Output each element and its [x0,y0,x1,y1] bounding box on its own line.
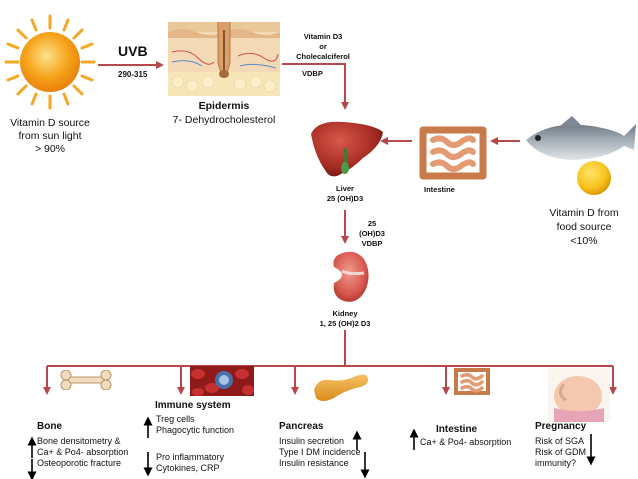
intestine-small-icon [454,368,490,395]
pregnancy-item-2: Risk of GDM [535,447,587,457]
uvb-label: UVB [118,43,148,59]
pregnancy-item-1: Risk of SGA [535,436,585,446]
immune-up-item-1: Treg cells [156,414,195,424]
pregnancy-title: Pregnancy [535,421,587,432]
pancreas-item-1: Insulin secretion [279,436,345,446]
food-label-line-1: Vitamin D from [549,207,619,219]
immune-down-item-1: Pro inflammatory [156,452,225,462]
uvb-range: 290-315 [118,70,148,79]
epidermis-subtitle: 7- Dehydrocholesterol [172,114,276,126]
kidney-label-line-2: 1, 25 (OH)2 D3 [319,319,371,328]
pancreas-item-2: Type I DM incidence [279,447,361,457]
immune-cells-icon [190,366,254,396]
intestine-title: Intestine [436,424,478,435]
bone-icon [60,370,112,390]
food-label-line-3: <10% [570,235,598,247]
liver-label-line-2: 25 (OH)D3 [326,194,364,203]
food-source-label: Vitamin D from food source <10% [532,206,636,248]
liver-icon [311,121,383,177]
pancreas-icon [314,374,368,401]
transport-line-2: (OH)D3 [359,229,385,238]
sun-label-line-1: Vitamin D source [10,117,90,129]
pancreas-list: Insulin secretion Type I DM incidence In… [279,436,361,469]
kidney-icon [333,251,369,302]
d3-line-1: Vitamin D3 [303,32,343,41]
transport-label: 25 (OH)D3 VDBP [352,219,392,249]
bone-down-item-1: Osteoporotic fracture [37,458,122,468]
immune-title: Immune system [155,400,231,411]
immune-up-list: Treg cells Phagocytic function [156,414,234,436]
epidermis-title: Epidermis [198,100,250,112]
immune-down-item-2: Cytokines, CRP [156,463,220,473]
pregnancy-icon [548,368,610,422]
kidney-label-line-1: Kidney [332,309,358,318]
arrow-epidermis-to-liver [282,63,349,110]
sun-label-line-2: from sun light [18,130,82,142]
sun-source-label: Vitamin D source from sun light > 90% [2,117,98,156]
pancreas-title: Pancreas [279,421,324,432]
vdbp-label-top: VDBP [302,69,323,78]
fish-icon [526,116,636,195]
sun-icon [4,14,96,110]
bone-title: Bone [37,421,62,432]
intestine-top-label: Intestine [424,185,455,194]
d3-line-2: or [319,42,327,51]
pregnancy-item-3: immunity? [535,458,577,468]
pancreas-item-3: Insulin resistance [279,458,349,468]
d3-line-3: Cholecalciferol [296,52,350,61]
immune-down-list: Pro inflammatory Cytokines, CRP [156,452,224,474]
transport-line-1: 25 [367,219,377,228]
immune-up-item-2: Phagocytic function [156,425,235,435]
bone-up-item-2: Ca+ & Po4- absorption [37,447,129,457]
food-label-line-2: food source [556,221,612,233]
bone-list: Bone densitometry & Ca+ & Po4- absorptio… [37,436,128,469]
liver-label: Liver 25 (OH)D3 [305,184,385,204]
liver-label-line-1: Liver [336,184,354,193]
intestine-icon [419,126,487,180]
transport-line-3: VDBP [361,239,383,248]
pregnancy-list: Risk of SGA Risk of GDM immunity? [535,436,586,469]
bone-up-item-1: Bone densitometry & [37,436,121,446]
intestine-item: Ca+ & Po4- absorption [420,437,512,447]
vitamin-d3-label: Vitamin D3 or Cholecalciferol [283,32,363,62]
skin-layer-icon [168,22,280,96]
kidney-label: Kidney 1, 25 (OH)2 D3 [305,309,385,329]
sun-label-line-3: > 90% [34,143,66,155]
